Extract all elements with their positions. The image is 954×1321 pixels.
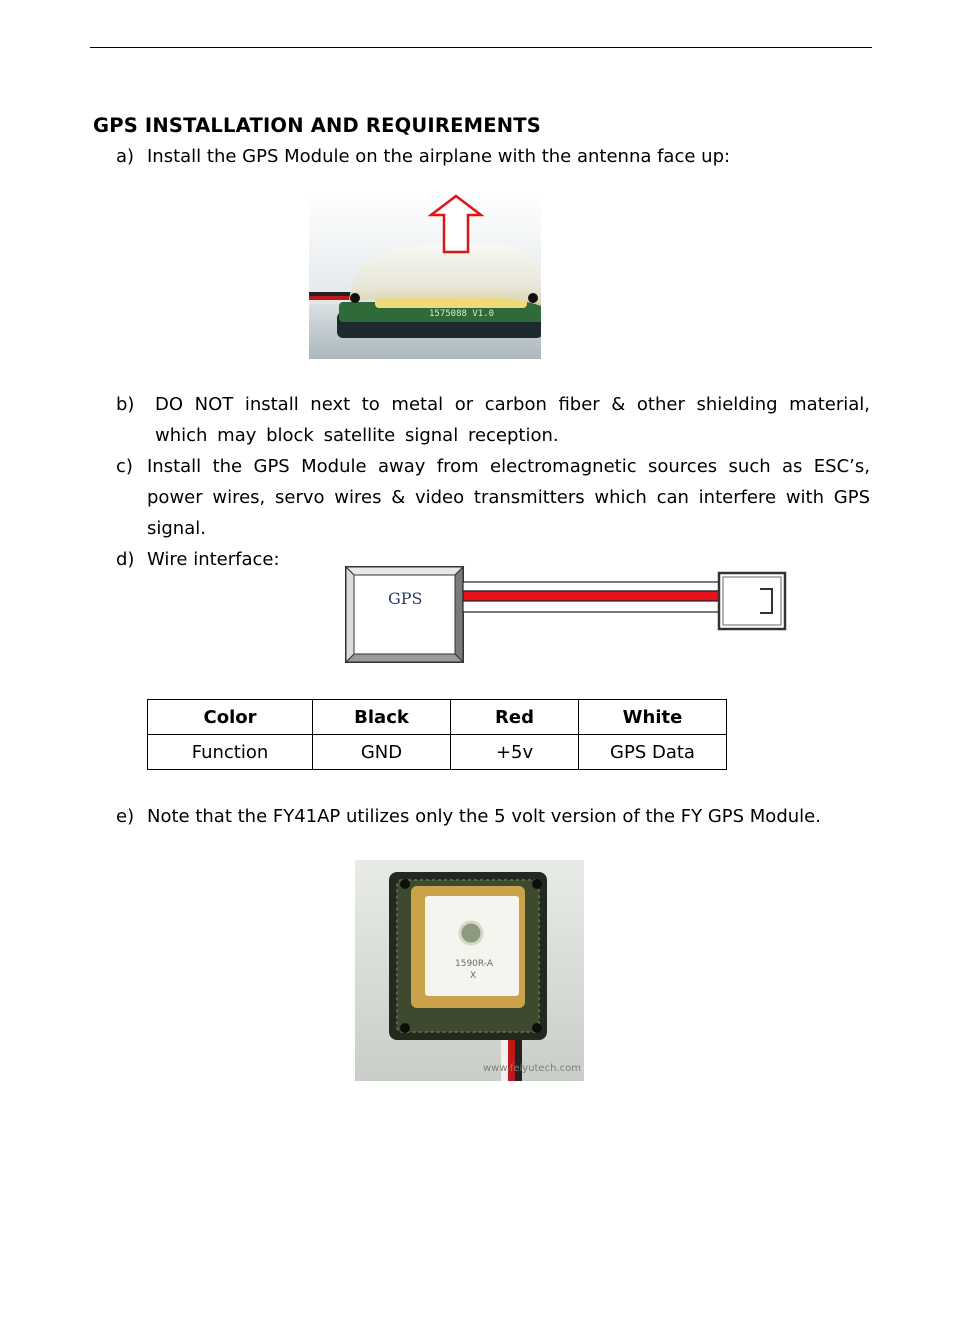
list-item-e: e) Note that the FY41AP utilizes only th…: [116, 801, 870, 832]
table-header-row: Color Black Red White: [147, 699, 727, 735]
list-item-d: d) Wire interface:: [116, 544, 316, 575]
gps-module-top-photo: 1590R-A X www.feiyutech.com: [355, 860, 584, 1081]
gps-module-side-photo: 1575088 V1.0: [309, 194, 541, 359]
table-header-cell: Black: [312, 699, 451, 735]
list-item-text: Install the GPS Module on the airplane w…: [147, 146, 731, 167]
list-item-b: b) DO NOT install next to metal or carbo…: [116, 389, 870, 451]
watermark-text: www.feiyutech.com: [483, 1063, 581, 1074]
antenna-print-text: 1590R-A: [455, 959, 494, 969]
antenna-mark-text: X: [470, 971, 476, 981]
wire-color-table: Color Black Red White Function GND +5v G…: [147, 699, 727, 770]
header-rule: [90, 47, 872, 48]
table-header-cell: Red: [450, 699, 579, 735]
table-cell: Function: [147, 734, 313, 770]
list-item-text: Wire interface:: [147, 549, 280, 570]
list-marker: e): [116, 806, 135, 827]
list-item-a: a) Install the GPS Module on the airplan…: [116, 141, 870, 172]
list-item-c: c) Install the GPS Module away from elec…: [116, 451, 870, 544]
list-marker: a): [116, 146, 135, 167]
table-cell: GPS Data: [578, 734, 727, 770]
table-row: Function GND +5v GPS Data: [147, 734, 727, 770]
table-header-cell: Color: [147, 699, 313, 735]
table-cell: GND: [312, 734, 451, 770]
list-item-text: Install the GPS Module away from electro…: [147, 456, 870, 539]
list-marker: c): [116, 456, 133, 477]
list-marker: d): [116, 549, 135, 570]
list-marker: b): [116, 394, 135, 415]
list-item-text: DO NOT install next to metal or carbon f…: [155, 394, 870, 446]
list-item-text: Note that the FY41AP utilizes only the 5…: [147, 806, 821, 827]
arrow-up-icon: [427, 194, 485, 254]
section-heading: GPS INSTALLATION AND REQUIREMENTS: [93, 114, 542, 137]
wire-interface-diagram: GPS: [344, 565, 787, 664]
board-print-text: 1575088 V1.0: [429, 309, 494, 319]
gps-box-label: GPS: [388, 589, 423, 608]
table-cell: +5v: [450, 734, 579, 770]
table-header-cell: White: [578, 699, 727, 735]
